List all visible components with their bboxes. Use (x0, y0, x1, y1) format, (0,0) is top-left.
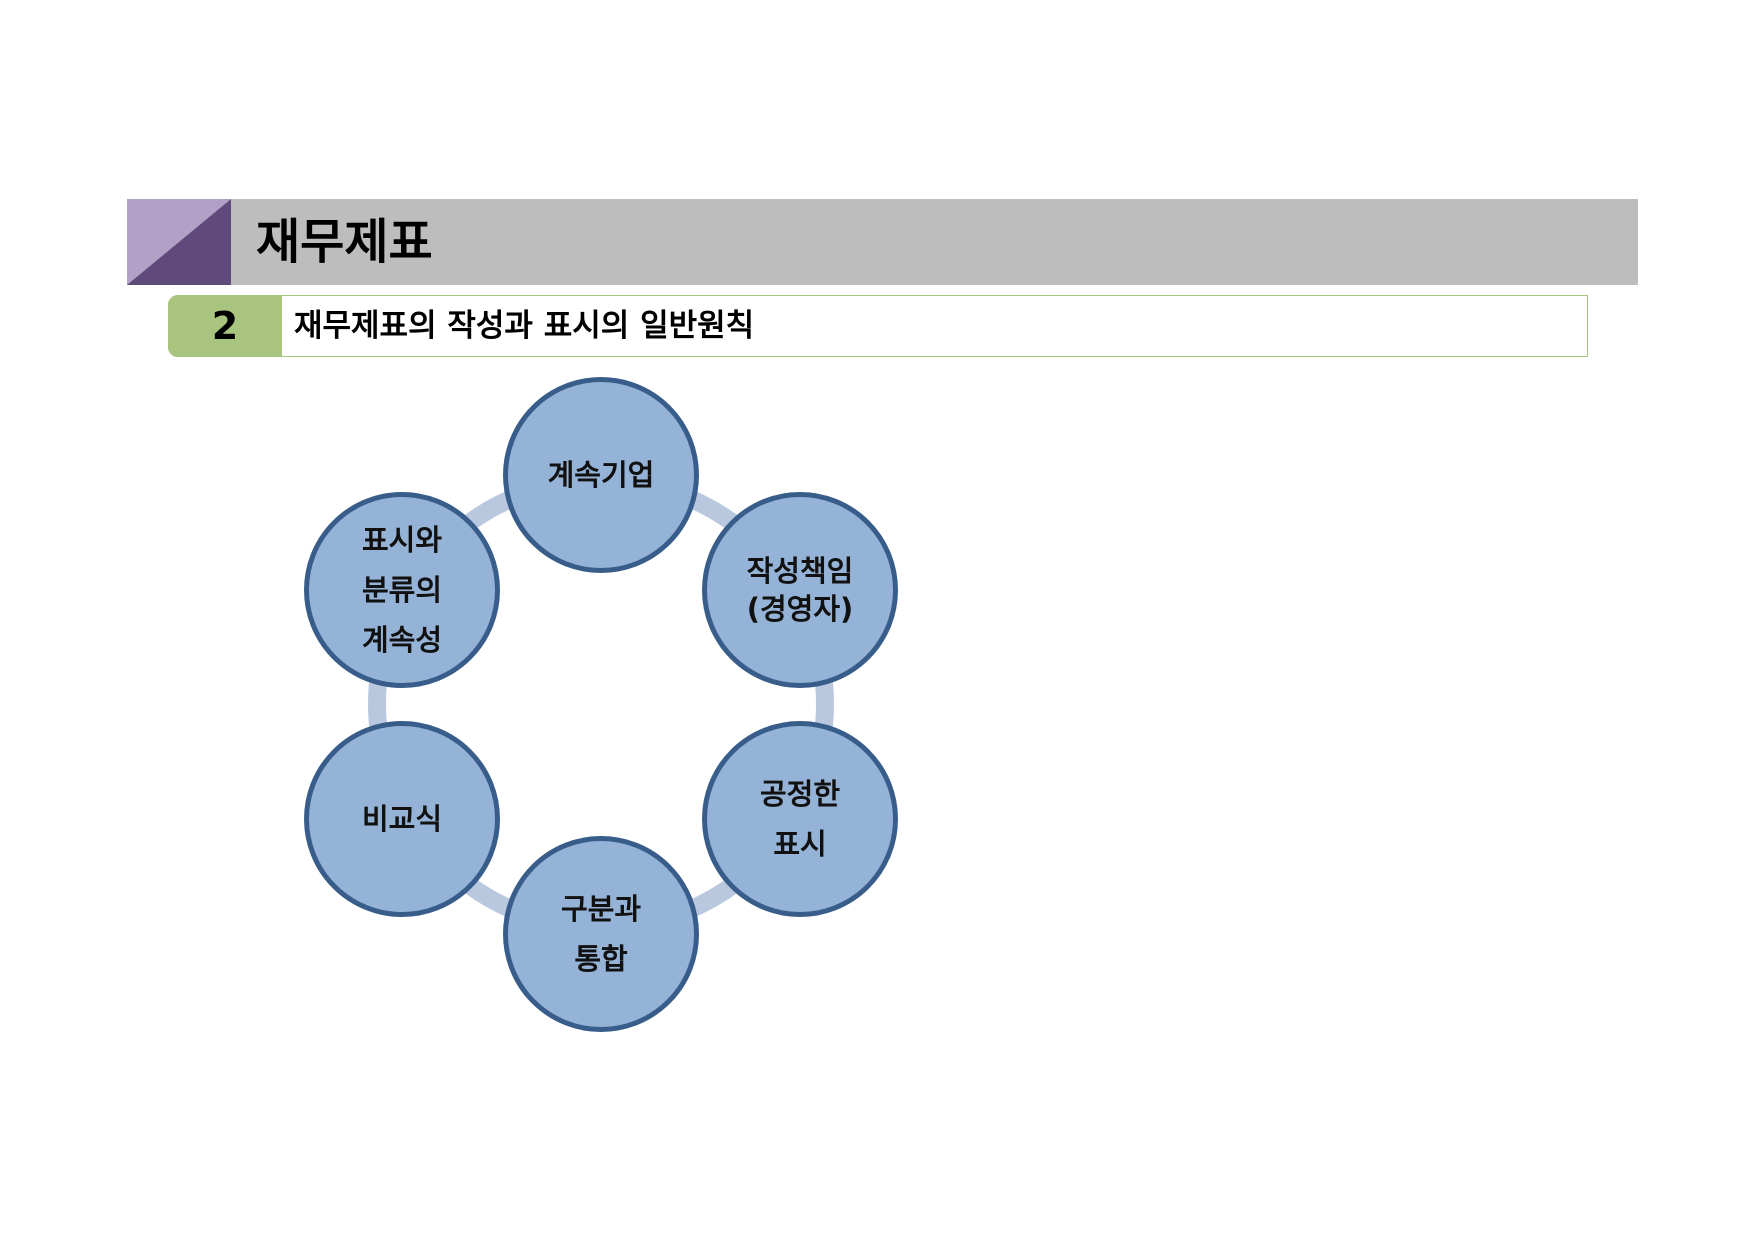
cycle-node-label: 공정한 (759, 777, 841, 811)
cycle-node: 비교식 (304, 721, 500, 917)
title-bar (127, 199, 1638, 285)
cycle-node-label: 비교식 (361, 802, 443, 836)
cycle-node-label: 계속성 (361, 623, 443, 657)
cycle-node-label: 구분과 (560, 892, 642, 926)
cycle-node-label: 작성책임 (746, 554, 854, 588)
section-title: 재무제표의 작성과 표시의 일반원칙 (294, 308, 755, 344)
cycle-node-label: 표시 (773, 827, 827, 861)
section-number: 2 (168, 295, 282, 357)
cycle-node-label: 표시와 (361, 523, 443, 557)
cycle-node: 작성책임 (경영자) (702, 492, 898, 688)
section-header (168, 295, 1588, 357)
page-title: 재무제표 (256, 214, 433, 270)
cycle-node-label: 통합 (574, 942, 628, 976)
title-accent-triangles (127, 199, 231, 285)
cycle-node-label: (경영자) (746, 592, 854, 626)
cycle-node-label: 분류의 (361, 573, 443, 607)
cycle-node-label: 계속기업 (547, 458, 655, 492)
cycle-node: 계속기업 (503, 377, 699, 573)
